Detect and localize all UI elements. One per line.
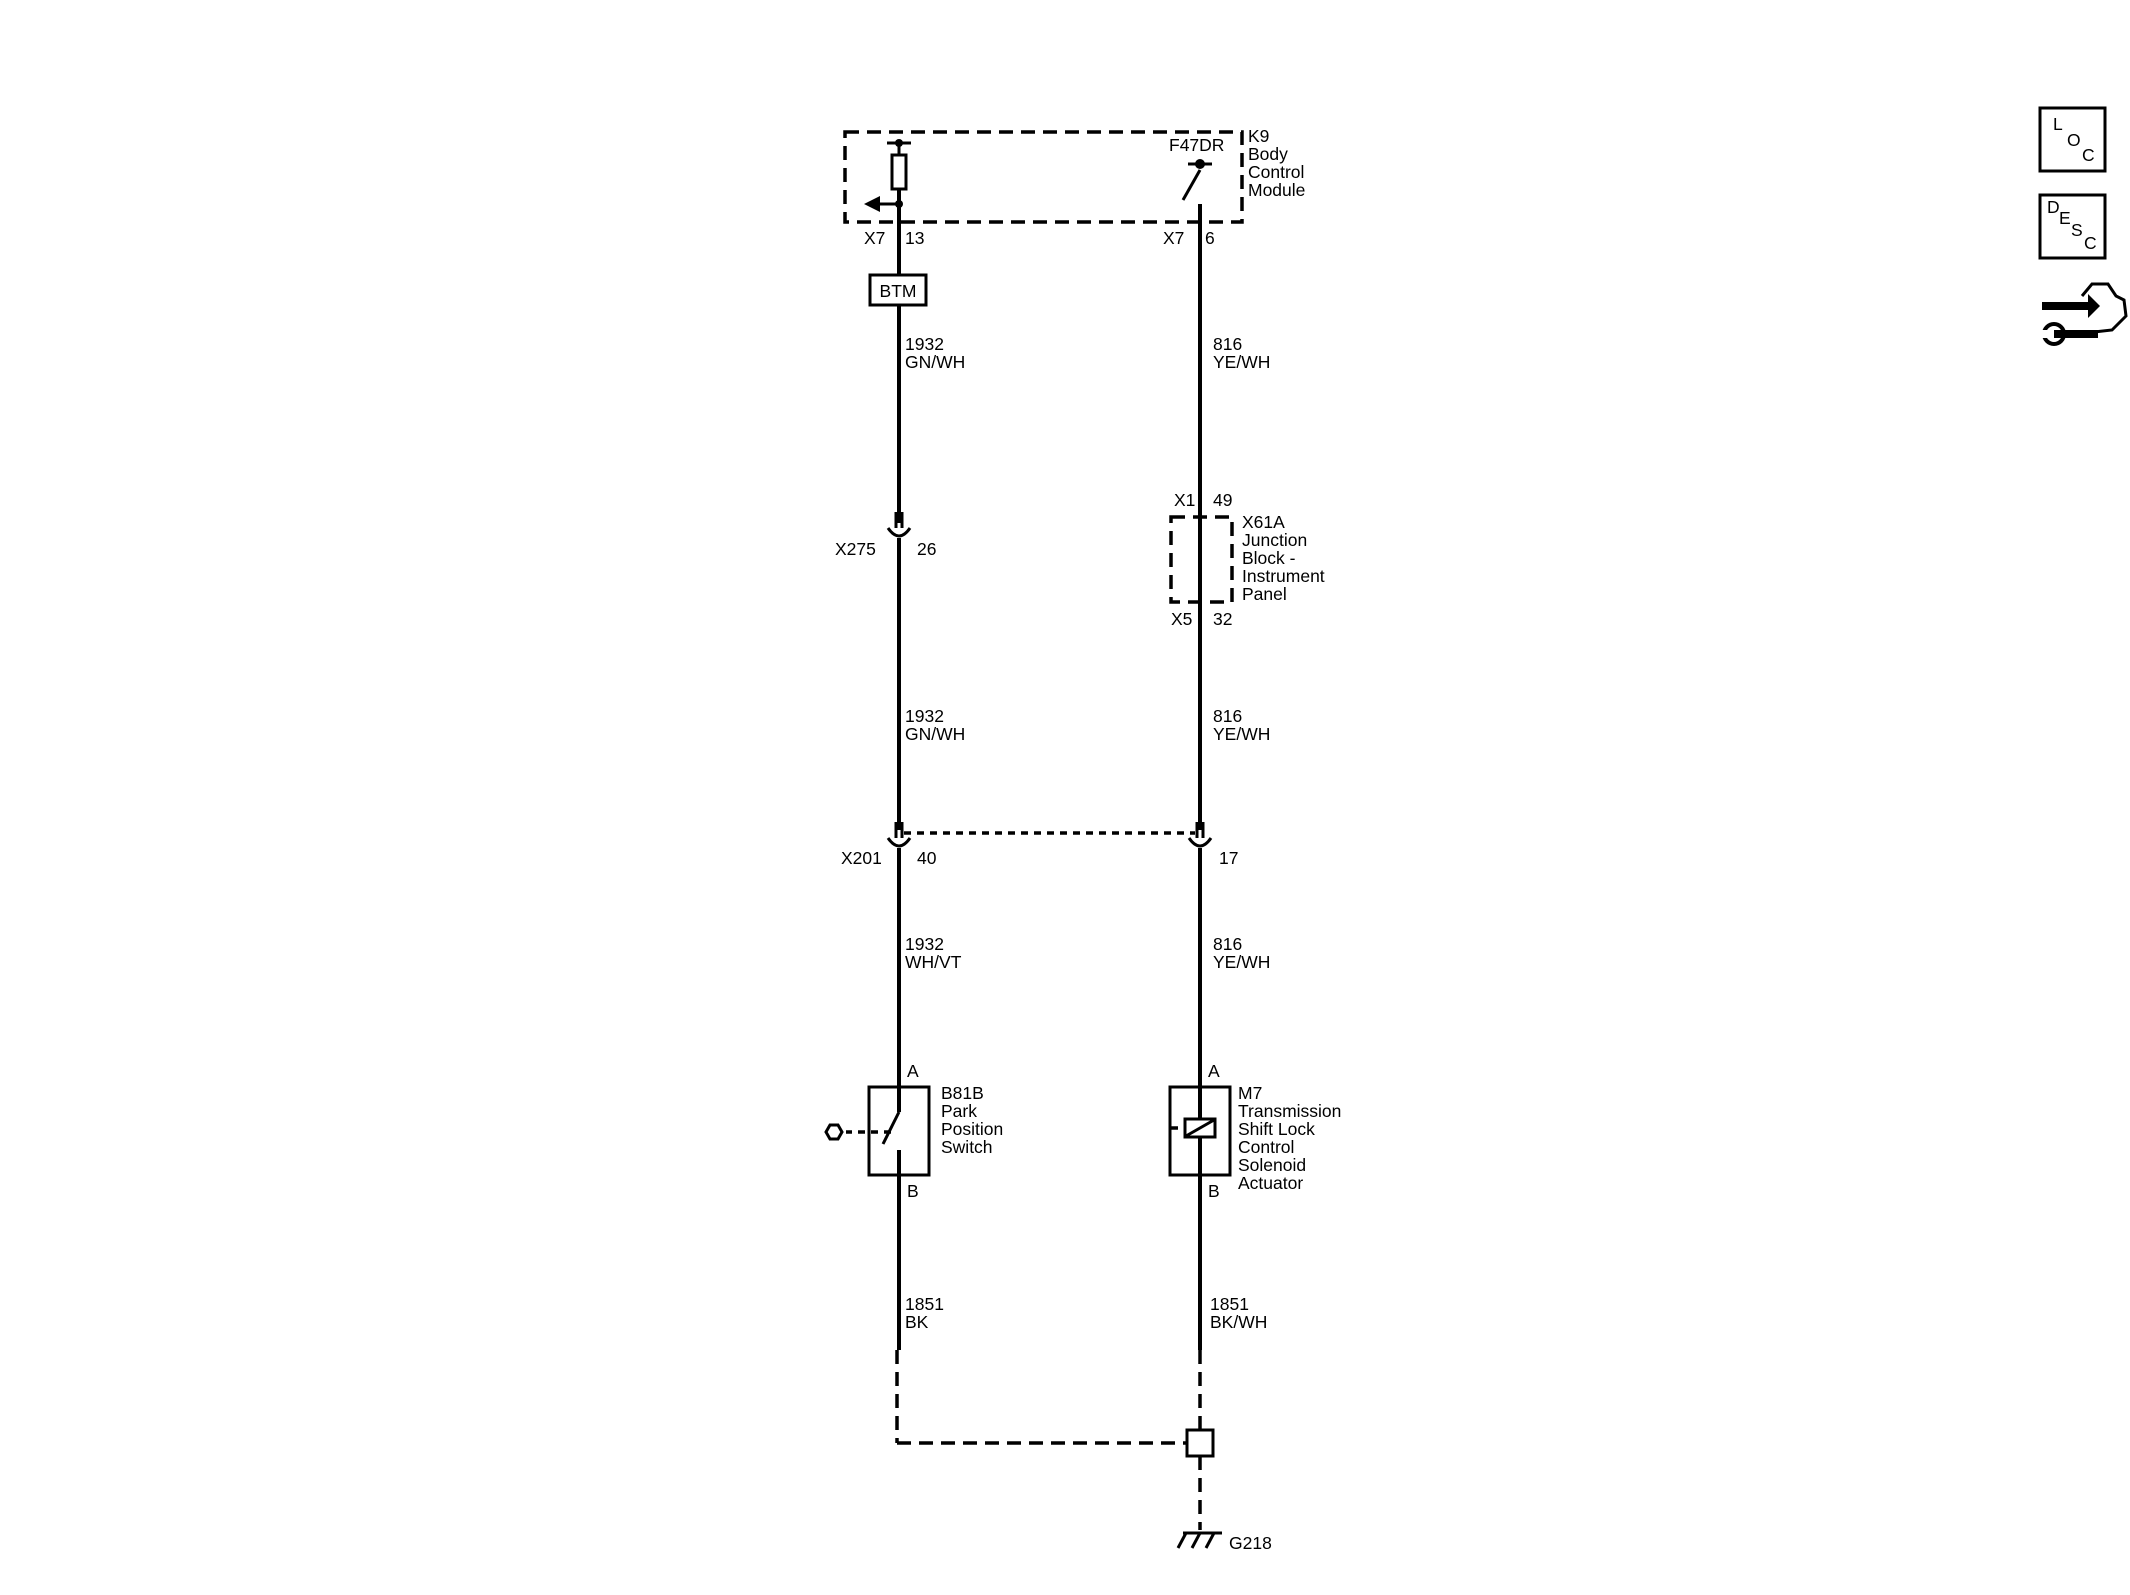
switch-pin-a: A [907, 1061, 919, 1081]
wire-5-color: WH/VT [905, 952, 962, 972]
wire-7-color: BK [905, 1312, 929, 1332]
f47dr-label: F47DR [1169, 135, 1224, 155]
switch-label-4: Switch [941, 1137, 993, 1157]
junction-label-1: X61A [1242, 512, 1285, 532]
arrow-left-icon [864, 196, 880, 212]
k9-label-2: Body [1248, 144, 1288, 164]
switch-contact [881, 1111, 901, 1145]
x201-name: X201 [841, 848, 882, 868]
mechanical-link-icon [824, 1123, 844, 1141]
ground-circuit: G218 [895, 1350, 1272, 1553]
loc-button[interactable]: L O C [2038, 106, 2107, 173]
desc-letter-c: C [2084, 233, 2097, 253]
switch-contact [1181, 169, 1202, 201]
junction-label-5: Panel [1242, 584, 1287, 604]
x201-right-pin: 17 [1219, 848, 1238, 868]
desc-button[interactable]: D E S C [2038, 193, 2107, 260]
x275-pin: 26 [917, 539, 936, 559]
solenoid-pin-b: B [1208, 1181, 1220, 1201]
solenoid-label-4: Control [1238, 1137, 1294, 1157]
btm-label: BTM [880, 281, 917, 301]
desc-letter-d: D [2047, 197, 2060, 217]
desc-letter-e: E [2059, 208, 2071, 228]
wire-1-color: GN/WH [905, 352, 965, 372]
x7-left-pin: 13 [905, 228, 924, 248]
junction-label-4: Instrument [1242, 566, 1325, 586]
junction-bottom-conn: X5 [1171, 609, 1192, 629]
left-circuit: BTM 1932 GN/WH X275 26 1932 GN/WH X201 4… [824, 232, 1003, 1350]
connector-wrench-icon[interactable] [2040, 282, 2128, 346]
x7-right-conn: X7 [1163, 228, 1184, 248]
wire-7-number: 1851 [905, 1294, 944, 1314]
wire-6-color: YE/WH [1213, 952, 1270, 972]
body-control-module: K9 Body Control Module F47DR X7 13 X7 6 [843, 126, 1305, 248]
solenoid-label-5: Solenoid [1238, 1155, 1306, 1175]
wire-4-number: 816 [1213, 706, 1242, 726]
junction-top-pin: 49 [1213, 490, 1232, 510]
x275-connector-symbol [886, 527, 912, 538]
wire-3-number: 1932 [905, 706, 944, 726]
switch-label-2: Park [941, 1101, 977, 1121]
wire-4-color: YE/WH [1213, 724, 1270, 744]
x201-left-connector-symbol [886, 837, 912, 848]
solenoid-label-3: Shift Lock [1238, 1119, 1315, 1139]
x7-left-conn: X7 [864, 228, 885, 248]
ground-splice-box [1185, 1428, 1215, 1458]
k9-label-1: K9 [1248, 126, 1269, 146]
loc-letter-o: O [2067, 130, 2081, 150]
loc-letter-l: L [2053, 114, 2063, 134]
wire-6-number: 816 [1213, 934, 1242, 954]
wire-5-number: 1932 [905, 934, 944, 954]
switch-label-1: B81B [941, 1083, 984, 1103]
switch-label-3: Position [941, 1119, 1003, 1139]
x7-right-pin: 6 [1205, 228, 1215, 248]
k9-label-4: Module [1248, 180, 1305, 200]
x275-name: X275 [835, 539, 876, 559]
k9-label-3: Control [1248, 162, 1304, 182]
wire-2-number: 816 [1213, 334, 1242, 354]
switch-pin-b: B [907, 1181, 919, 1201]
wire-8-number: 1851 [1210, 1294, 1249, 1314]
wire-2-color: YE/WH [1213, 352, 1270, 372]
solenoid-label-6: Actuator [1238, 1173, 1303, 1193]
junction-top-conn: X1 [1174, 490, 1195, 510]
junction-label-2: Junction [1242, 530, 1307, 550]
junction-label-3: Block - [1242, 548, 1296, 568]
module-boundary [843, 130, 1244, 224]
resistor-symbol [890, 153, 908, 191]
loc-letter-c: C [2082, 145, 2095, 165]
desc-letter-s: S [2071, 220, 2083, 240]
solenoid-label-2: Transmission [1238, 1101, 1341, 1121]
ground-label: G218 [1229, 1533, 1272, 1553]
wire-3-color: GN/WH [905, 724, 965, 744]
right-circuit: 816 YE/WH X1 49 X61A Junction Block - In… [1168, 232, 1341, 1350]
x201-left-pin: 40 [917, 848, 937, 868]
junction-bottom-pin: 32 [1213, 609, 1232, 629]
solenoid-pin-a: A [1208, 1061, 1220, 1081]
wire-8-color: BK/WH [1210, 1312, 1267, 1332]
x201-right-connector-symbol [1187, 837, 1213, 848]
solenoid-label-1: M7 [1238, 1083, 1262, 1103]
wire-1-number: 1932 [905, 334, 944, 354]
